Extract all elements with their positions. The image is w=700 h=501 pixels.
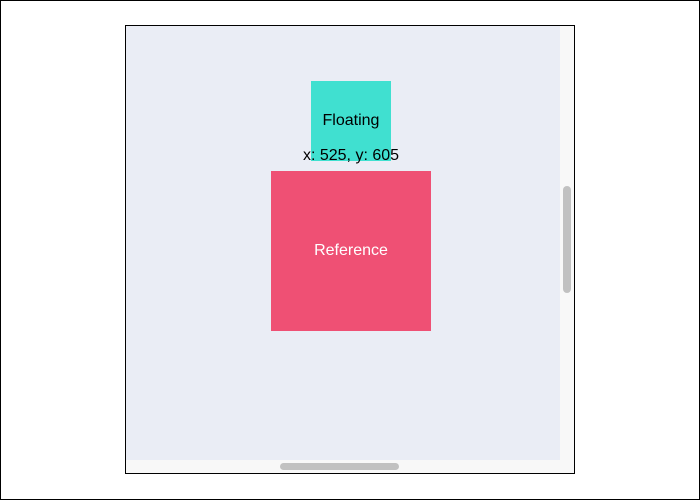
horizontal-scrollbar-thumb[interactable]	[280, 463, 399, 470]
floating-element: Floating	[311, 81, 391, 161]
reference-label: Reference	[314, 242, 388, 259]
scroll-viewport[interactable]: Floating x: 525, y: 605 Reference	[126, 26, 560, 460]
scroll-container[interactable]: Floating x: 525, y: 605 Reference	[125, 25, 575, 474]
reference-element[interactable]: Reference	[271, 171, 431, 331]
vertical-scrollbar[interactable]	[560, 26, 574, 460]
coordinates-readout: x: 525, y: 605	[302, 147, 400, 164]
floating-label: Floating	[322, 112, 380, 129]
scrollbar-corner	[560, 460, 574, 473]
horizontal-scrollbar[interactable]	[126, 460, 560, 473]
vertical-scrollbar-thumb[interactable]	[563, 186, 571, 293]
